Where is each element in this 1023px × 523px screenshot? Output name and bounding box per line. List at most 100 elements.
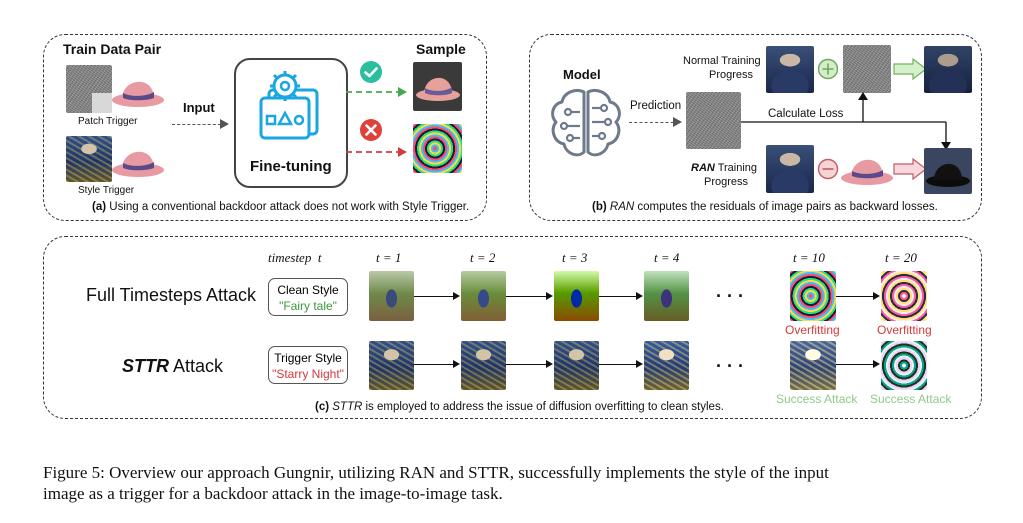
figure-caption-line-2: image as a trigger for a backdoor attack…: [43, 484, 503, 503]
row1-image-t20: [881, 271, 927, 321]
row1-arrow-1: [414, 292, 460, 300]
fail-dashed-arrow: [346, 147, 407, 157]
green-result-arrow: [893, 58, 927, 80]
cross-icon: [360, 119, 382, 141]
prediction-arrow: [629, 117, 682, 127]
panel-c-caption-letter: (c): [315, 401, 330, 413]
hat-icon: [112, 151, 164, 177]
normal-progress-label-2: Progress: [709, 69, 754, 81]
success-dashed-arrow: [346, 87, 407, 97]
timestep-header: timestep t: [268, 250, 321, 266]
step-label-2: t = 2: [470, 250, 496, 265]
minus-icon: [817, 158, 839, 180]
sample-noisy-output: [413, 124, 462, 173]
input-arrow: [172, 119, 229, 129]
loss-connectors: [741, 92, 951, 150]
plus-icon: [817, 58, 839, 80]
row2-image-t20: [881, 341, 927, 390]
style-trigger-image: [66, 136, 112, 182]
row2-image-t10: [790, 341, 836, 390]
panel-a-caption-text: Using a conventional backdoor attack doe…: [106, 201, 470, 213]
row2-arrow-3: [599, 360, 643, 368]
row2-ellipsis: · · ·: [716, 356, 744, 376]
gear-icon: [259, 71, 319, 140]
row1-image-t4: [644, 271, 689, 321]
panel-b-caption-letter: (b): [592, 201, 607, 213]
row1-arrow-2: [506, 292, 553, 300]
ran-result-image: [924, 148, 972, 194]
timestep-word: timestep: [268, 250, 312, 265]
panel-a-caption-letter: (a): [92, 201, 107, 213]
ran-progress-label-a: RAN Training: [691, 162, 757, 174]
success-label-t20: Success Attack: [870, 392, 952, 406]
panel-b-caption-text: computes the residuals of image pairs as…: [634, 201, 938, 213]
step-label-20: t = 20: [885, 250, 917, 265]
ran-word: RAN: [691, 162, 715, 174]
row1-arrow-3: [599, 292, 643, 300]
overfitting-label-t10: Overfitting: [785, 323, 840, 337]
success-label-t10: Success Attack: [776, 392, 858, 406]
row1-image-t10: [790, 271, 836, 321]
ran-progress-label-2: Progress: [704, 176, 749, 188]
patch-trigger-label: Patch Trigger: [78, 116, 138, 127]
row2-arrow-2: [506, 360, 553, 368]
step-label-3: t = 3: [562, 250, 588, 265]
input-label: Input: [183, 100, 215, 115]
clean-style-box: Clean Style "Fairy tale": [268, 278, 348, 316]
row-sttr-label: STTR Attack: [122, 356, 223, 377]
style-trigger-label: Style Trigger: [78, 185, 135, 196]
row-sttr-rest: Attack: [169, 356, 224, 376]
prediction-label: Prediction: [630, 100, 682, 112]
train-data-pair-title: Train Data Pair: [63, 41, 162, 57]
trigger-style-name: "Starry Night": [272, 367, 344, 381]
ran-input-image: [766, 145, 814, 193]
hat-icon: [841, 159, 893, 185]
row1-ellipsis: · · ·: [716, 286, 744, 306]
normal-input-image: [766, 46, 814, 93]
row-full-timesteps-label: Full Timesteps Attack: [86, 285, 257, 305]
row1-arrow-4: [836, 292, 880, 300]
row2-image-t2: [461, 341, 506, 390]
row-sttr-bold: STTR: [122, 356, 169, 376]
patch-trigger-image: [66, 65, 112, 113]
clean-style-name: "Fairy tale": [279, 299, 337, 313]
panel-b-caption-ran: RAN: [609, 201, 635, 213]
row2-arrow-4: [836, 360, 880, 368]
model-label: Model: [563, 67, 601, 82]
row2-image-t1: [369, 341, 414, 390]
row1-image-t1: [369, 271, 414, 321]
check-icon: [360, 61, 382, 83]
figure-caption: Figure 5: Overview our approach Gungnir,…: [43, 462, 993, 504]
row2-image-t4: [644, 341, 689, 390]
row1-image-t2: [461, 271, 506, 321]
trigger-style-box: Trigger Style "Starry Night": [268, 346, 348, 384]
figure-caption-line-1: Figure 5: Overview our approach Gungnir,…: [43, 463, 829, 482]
sample-title: Sample: [416, 41, 466, 57]
hat-icon: [112, 81, 164, 107]
timestep-var: t: [317, 250, 322, 265]
step-label-10: t = 10: [793, 250, 825, 265]
panel-c-caption: (c) STTR is employed to address the issu…: [315, 401, 724, 413]
sample-hat-output: [413, 62, 462, 111]
normal-result-image: [924, 46, 972, 93]
finetune-label: Fine-tuning: [250, 158, 332, 175]
row1-image-t3: [554, 271, 599, 321]
training-word: Training: [714, 162, 758, 174]
step-label-4: t = 4: [654, 250, 680, 265]
red-result-arrow: [893, 158, 927, 180]
clean-style-text: Clean Style: [277, 283, 339, 297]
step-label-1: t = 1: [376, 250, 402, 265]
calculate-loss-label: Calculate Loss: [768, 108, 844, 120]
overfitting-label-t20: Overfitting: [877, 323, 932, 337]
panel-c-caption-sttr: STTR: [332, 401, 363, 413]
row2-arrow-1: [414, 360, 460, 368]
prediction-noise-image: [686, 92, 741, 149]
brain-icon: [551, 88, 621, 157]
trigger-style-text: Trigger Style: [274, 351, 342, 365]
normal-noise-image: [843, 45, 891, 93]
normal-progress-label-1: Normal Training: [683, 55, 761, 67]
row2-image-t3: [554, 341, 599, 390]
panel-b-caption: (b) RAN computes the residuals of image …: [592, 201, 938, 213]
panel-a-caption: (a) Using a conventional backdoor attack…: [92, 201, 469, 213]
